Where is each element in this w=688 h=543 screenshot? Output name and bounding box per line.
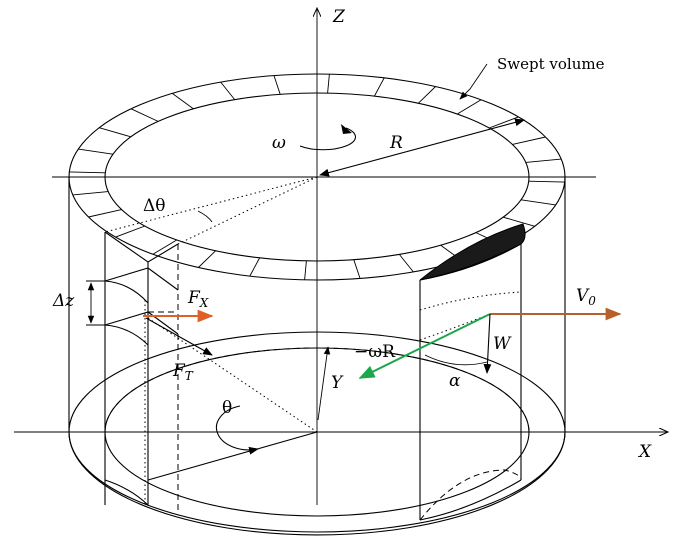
top-ring-segment-line [88,209,122,218]
top-ring-segment-line [525,158,562,163]
radius-label: R [389,133,403,153]
top-ring-segment-line [172,93,194,110]
delta-theta-label: Δθ [143,196,166,216]
top-ring-segment-line [152,239,177,255]
column-base [104,479,149,506]
swept-volume-label: Swept volume [497,55,605,73]
delta-z-label: Δz [52,291,75,311]
top-ring-segment-line [99,127,131,138]
theta-arc [215,405,259,455]
element-top-face [104,267,179,304]
top-ring-segment-line [327,74,330,94]
top-ring-segment-line [512,136,546,145]
top-ring-segment-line [249,257,260,277]
blade-chord-line [419,313,491,341]
top-ring-segment-line [418,86,436,104]
top-ring-segment-line [503,216,535,227]
top-ring-segment-line [130,108,159,122]
top-ring-segment-line [198,250,216,268]
w-label: W [493,334,512,354]
blade-front-curve [419,243,522,281]
z-axis-label: Z [332,7,346,27]
delta-theta-line-1 [104,176,318,233]
blade-midsection [419,291,522,311]
top-ring-segment-line [72,191,109,196]
relative-velocity-arrow [483,313,492,374]
top-ring-segment-line [374,77,385,97]
top-ring-segment-line [398,254,414,273]
delta-theta-arc [197,210,213,223]
minus-omega-r-label: −ωR [354,342,396,362]
ft-label: FT [172,361,194,383]
top-ring-segment-line [220,81,236,100]
top-ring-segment-line [78,148,113,155]
bottom-outer-ellipse [68,431,566,536]
alpha-label: α [449,371,461,391]
top-ring-segment-line [273,75,281,95]
radius-arrow [319,118,525,177]
top-ring-segment-line [353,259,361,279]
theta-label: θ [222,398,232,418]
top-ring-segment-line [304,260,307,280]
top-ring-segment-line [69,171,106,174]
delta-theta-line-2 [177,176,318,245]
x-axis-label: X [637,442,652,462]
blade [419,223,526,521]
top-ring-segment-line [521,199,556,206]
rotation-arrowhead-icon [341,124,352,134]
alpha-arc [424,354,488,366]
swept-volume-leader [459,63,488,100]
v0-label: V0 [576,286,596,308]
top-ring-segment-line [528,180,565,183]
ft-force-arrow [145,317,213,356]
top-ring-segment-line [115,225,146,238]
omega-r-velocity-arrow [358,313,491,379]
y-axis-line [317,346,331,421]
column-top-face [104,231,179,263]
theta-radius-line [147,431,318,481]
y-axis-label: Y [331,373,344,393]
omega-label: ω [272,133,286,153]
blade-top-airfoil [419,223,526,281]
blade-bottom-curve [419,479,522,521]
top-ring-segment-line [457,99,482,115]
fx-label: FX [187,288,209,310]
element-column [104,231,179,513]
blade-bottom-airfoil-hidden [419,469,522,521]
